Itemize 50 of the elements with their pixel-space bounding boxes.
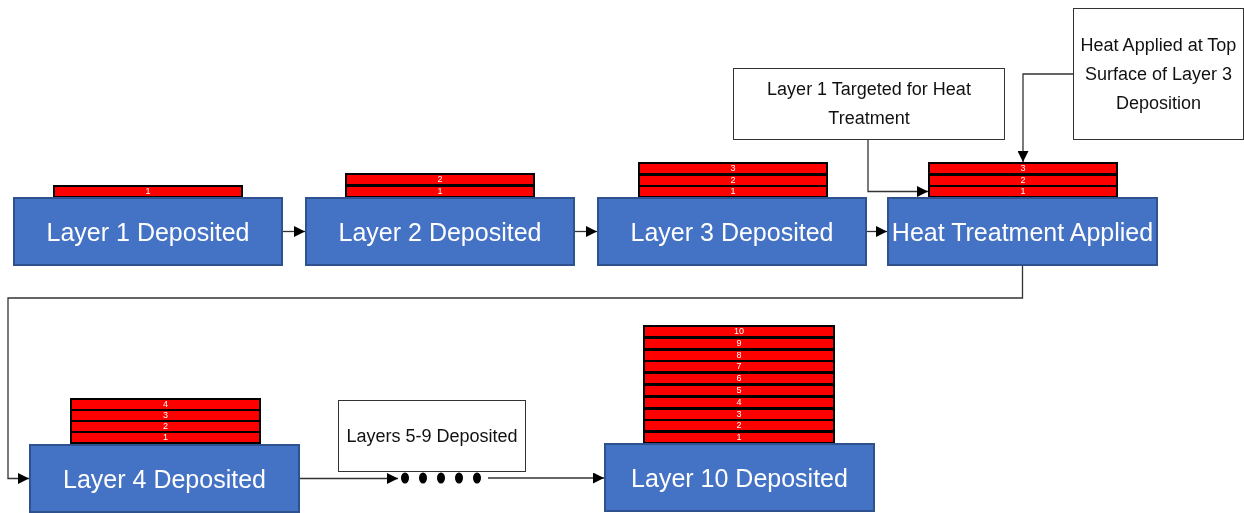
layer-number: 1 — [1020, 187, 1026, 196]
arrow — [867, 139, 929, 197]
arrow — [866, 226, 888, 237]
step-label: Heat Treatment Applied — [891, 216, 1154, 248]
layer-number: 2 — [736, 421, 742, 431]
layer-bar — [70, 431, 261, 444]
callout-text: Layers 5-9 Deposited — [346, 424, 518, 448]
layer-number: 3 — [736, 409, 742, 419]
layer-number: 2 — [163, 422, 168, 431]
layer-number: 6 — [736, 374, 742, 384]
layer-number: 1 — [145, 187, 151, 196]
callout-box — [1073, 8, 1244, 140]
layer-number: 9 — [736, 338, 742, 348]
layer-number: 3 — [163, 411, 168, 420]
layer-number: 3 — [730, 164, 736, 173]
callout-text: Heat Applied at Top Surface of Layer 3 Deposition — [1079, 33, 1238, 115]
layer-number: 2 — [1020, 176, 1026, 185]
step-label: Layer 2 Deposited — [338, 216, 542, 248]
process-box — [13, 197, 283, 266]
layer-number: 2 — [730, 176, 736, 185]
layer-number: 8 — [736, 350, 742, 360]
process-box — [597, 197, 867, 266]
step-label: Layer 1 Deposited — [46, 216, 250, 248]
step-label: Layer 4 Deposited — [63, 463, 266, 495]
callout-box — [733, 68, 1005, 140]
layer-number: 1 — [437, 187, 443, 196]
callout-text: Layer 1 Targeted for Heat Treatment — [766, 78, 972, 130]
layer-number: 4 — [736, 397, 742, 407]
callout-box — [338, 400, 526, 472]
process-box — [887, 197, 1158, 266]
arrow — [1017, 73, 1074, 163]
layer-number: 7 — [736, 362, 742, 372]
layer-number: 1 — [163, 433, 168, 442]
step-label: Layer 3 Deposited — [630, 216, 834, 248]
process-box — [305, 197, 575, 266]
layer-number: 4 — [163, 400, 168, 409]
layer-number: 5 — [736, 386, 742, 395]
layer-number: 1 — [736, 433, 742, 443]
layer-number: 3 — [1020, 164, 1026, 173]
arrow — [7, 265, 1024, 484]
layer-number: 2 — [437, 175, 443, 184]
arrow — [487, 472, 605, 484]
arrow — [574, 226, 598, 237]
layer-number: 1 — [730, 187, 736, 196]
process-box — [29, 444, 300, 513]
process-box — [604, 443, 875, 512]
arrow — [282, 226, 306, 237]
step-label: Layer 10 Deposited — [631, 462, 848, 494]
arrow — [299, 473, 399, 484]
layer-number: 10 — [734, 327, 744, 336]
